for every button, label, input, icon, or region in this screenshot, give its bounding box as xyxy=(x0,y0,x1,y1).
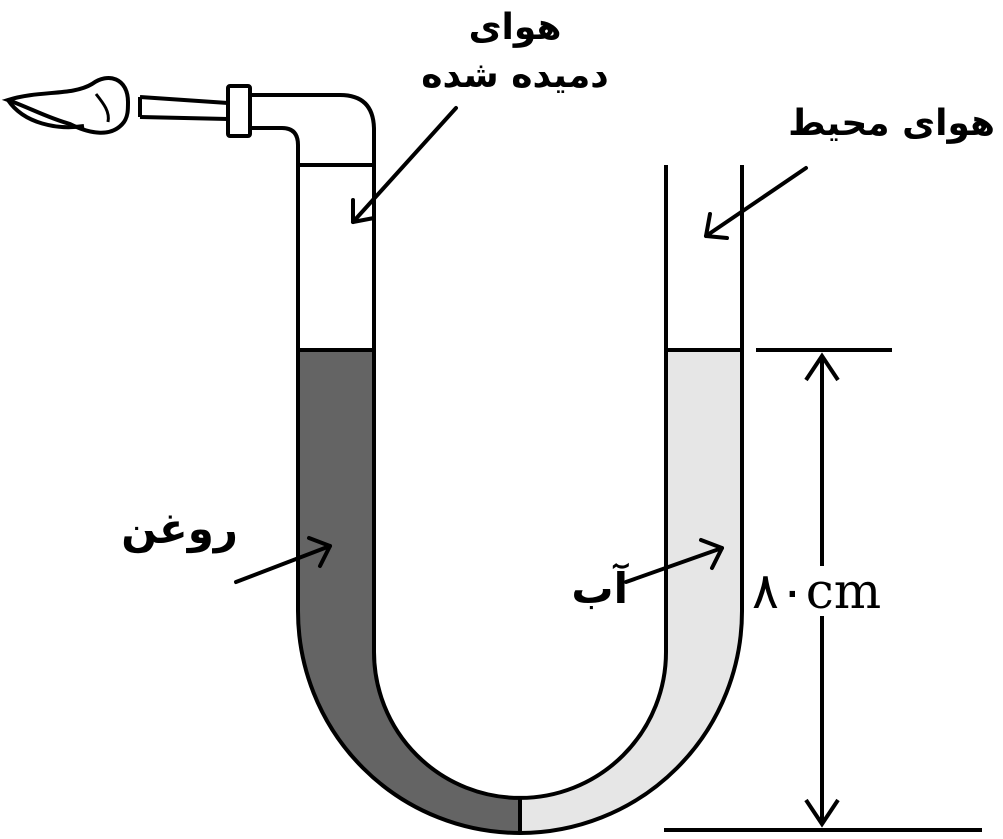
height-label: ۸۰cm xyxy=(752,566,912,616)
oil-label: روغن xyxy=(121,504,238,553)
inlet-pipe xyxy=(252,93,376,165)
dimension-arrowhead-top xyxy=(804,352,840,382)
nozzle-connector-icon xyxy=(138,84,252,138)
blown-air-label-line1: هوای xyxy=(468,7,562,48)
blowing-mouth-icon xyxy=(1,76,131,135)
oil-arrow xyxy=(234,536,332,584)
blown-air-label-line2: دمیده شده xyxy=(421,55,609,96)
water-arrow xyxy=(624,538,724,584)
oil-column xyxy=(298,350,520,833)
u-tube-outline xyxy=(296,163,744,835)
water-label: آب xyxy=(571,564,628,613)
water-column xyxy=(520,350,742,833)
u-tube-inner-wall xyxy=(372,165,668,800)
blown-air-arrow xyxy=(351,106,458,224)
ambient-air-arrow xyxy=(704,166,808,240)
inlet-pipe-inner xyxy=(252,126,300,165)
inlet-pipe-outer xyxy=(252,93,376,165)
ambient-air-label: هوای محیط xyxy=(788,103,995,144)
dimension-arrowhead-bottom xyxy=(804,798,840,828)
